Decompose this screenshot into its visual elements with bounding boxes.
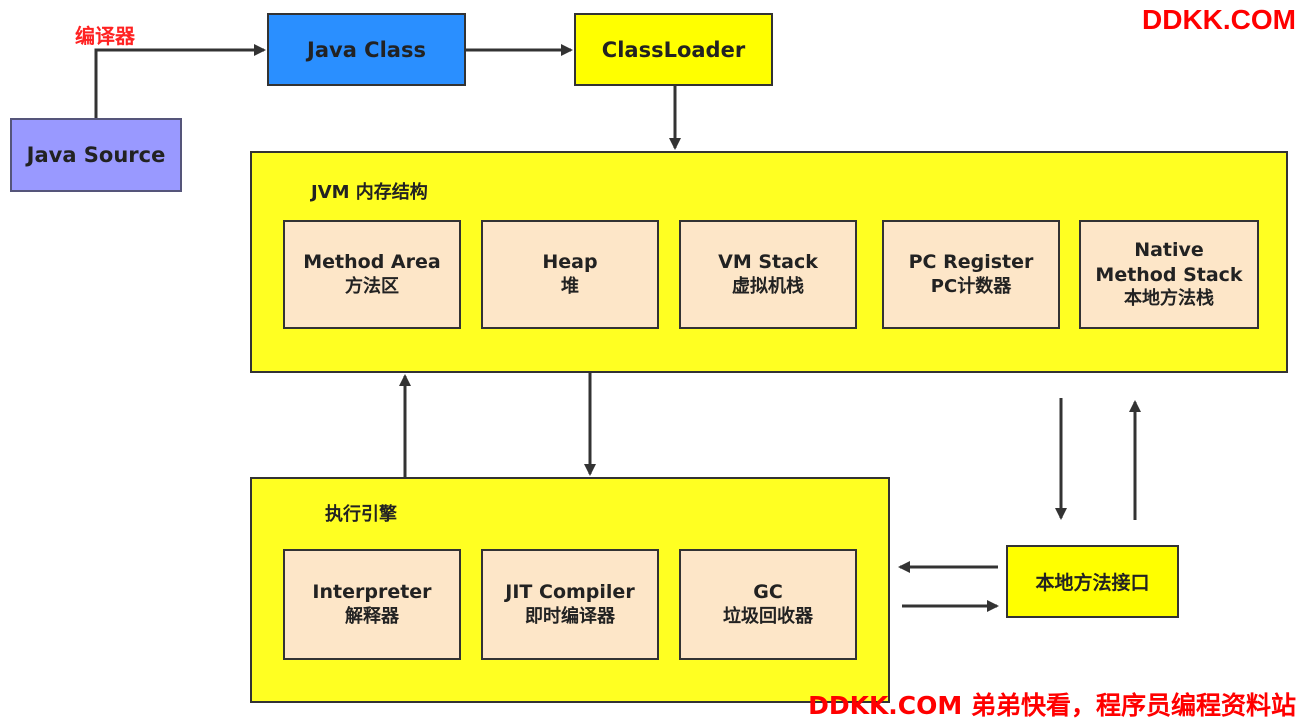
heap-cn: 堆 <box>561 276 579 298</box>
vm-stack-cn: 虚拟机栈 <box>732 276 804 298</box>
pc-register-cell: PC Register PC计数器 <box>882 220 1060 329</box>
arrow-source-to-class <box>94 44 266 118</box>
jit-compiler-cell: JIT Compiler 即时编译器 <box>481 549 659 660</box>
interpreter-cn: 解释器 <box>345 606 399 628</box>
vm-stack-en: VM Stack <box>718 251 818 274</box>
method-area-cn: 方法区 <box>345 276 399 298</box>
native-method-stack-cell: Native Method Stack 本地方法栈 <box>1079 220 1259 329</box>
heap-cell: Heap 堆 <box>481 220 659 329</box>
watermark-bottom: DDKK.COM 弟弟快看，程序员编程资料站 <box>808 691 1296 720</box>
gc-en: GC <box>753 581 783 604</box>
interpreter-en: Interpreter <box>312 581 432 604</box>
engine-title: 执行引擎 <box>325 504 397 525</box>
native-interface-box: 本地方法接口 <box>1006 545 1179 618</box>
native-method-stack-en: Native Method Stack <box>1095 239 1243 286</box>
native-method-stack-cn: 本地方法栈 <box>1124 288 1214 310</box>
java-source-box: Java Source <box>10 118 182 192</box>
method-area-en: Method Area <box>303 251 441 274</box>
jit-compiler-cn: 即时编译器 <box>525 606 615 628</box>
heap-en: Heap <box>542 251 598 274</box>
jit-compiler-en: JIT Compiler <box>505 581 635 604</box>
pc-register-en: PC Register <box>908 251 1034 274</box>
gc-cn: 垃圾回收器 <box>723 606 813 628</box>
vm-stack-cell: VM Stack 虚拟机栈 <box>679 220 857 329</box>
method-area-cell: Method Area 方法区 <box>283 220 461 329</box>
interpreter-cell: Interpreter 解释器 <box>283 549 461 660</box>
jvm-title: JVM 内存结构 <box>311 182 428 203</box>
compiler-label: 编译器 <box>75 24 135 48</box>
gc-cell: GC 垃圾回收器 <box>679 549 857 660</box>
class-loader-box: ClassLoader <box>574 13 773 86</box>
watermark-top: DDKK.COM <box>1142 4 1296 35</box>
pc-register-cn: PC计数器 <box>930 276 1012 298</box>
java-class-box: Java Class <box>267 13 466 86</box>
